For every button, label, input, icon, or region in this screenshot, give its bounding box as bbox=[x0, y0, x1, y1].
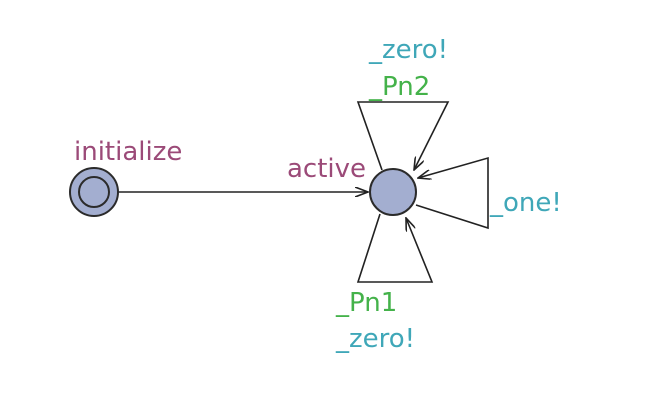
initial-marker-ring bbox=[78, 176, 110, 208]
location-initialize[interactable] bbox=[69, 167, 119, 217]
location-name-active: active bbox=[287, 154, 366, 184]
location-active[interactable] bbox=[369, 168, 417, 216]
right-loop-sync-label: _one! bbox=[489, 188, 562, 218]
top-loop-sync-label: _zero! bbox=[368, 35, 448, 65]
location-name-initialize: initialize bbox=[74, 137, 182, 167]
top-loop-update-label: _Pn2 bbox=[368, 72, 430, 102]
edge-top-self-loop[interactable] bbox=[356, 101, 450, 170]
edge-right-self-loop[interactable] bbox=[415, 156, 489, 230]
edge-bottom-self-loop[interactable] bbox=[356, 213, 434, 283]
bottom-loop-sync-label: _zero! bbox=[335, 324, 415, 354]
bottom-loop-update-label: _Pn1 bbox=[335, 288, 397, 318]
